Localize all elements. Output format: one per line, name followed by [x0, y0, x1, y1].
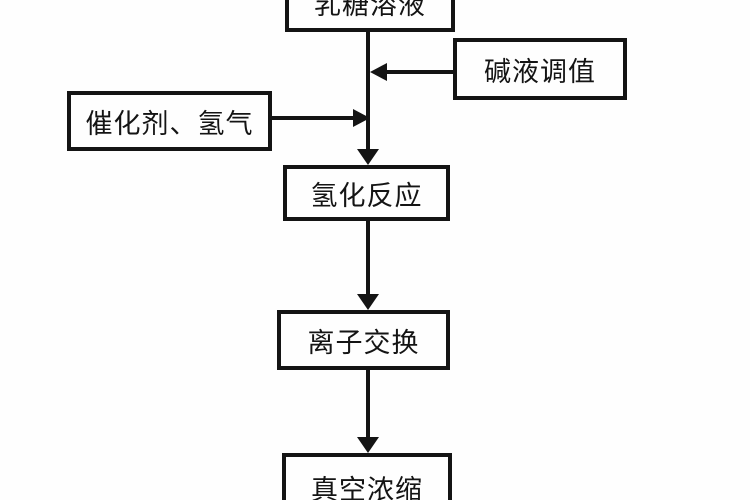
node-lactose-solution: 乳糖溶液: [285, 0, 455, 32]
arrowhead-down-icon: [357, 294, 379, 310]
flow-line-alkali-to-main: [387, 70, 453, 74]
flow-line-hydrogenation-to-ion-exchange: [366, 221, 370, 294]
arrowhead-left-icon: [370, 63, 387, 81]
flow-line-catalyst-to-main: [272, 116, 353, 120]
flow-line-lactose-to-hydrogenation: [366, 32, 370, 149]
node-catalyst-hydrogen: 催化剂、氢气: [67, 91, 272, 151]
arrowhead-right-icon: [353, 109, 370, 127]
node-ion-exchange: 离子交换: [277, 310, 450, 370]
arrowhead-down-icon: [357, 149, 379, 165]
node-vacuum-concentration: 真空浓缩: [282, 453, 452, 500]
flow-line-ion-exchange-to-vacuum: [366, 370, 370, 437]
node-alkali-adjustment: 碱液调值: [453, 38, 627, 100]
node-hydrogenation-reaction: 氢化反应: [283, 165, 450, 221]
arrowhead-down-icon: [357, 437, 379, 453]
